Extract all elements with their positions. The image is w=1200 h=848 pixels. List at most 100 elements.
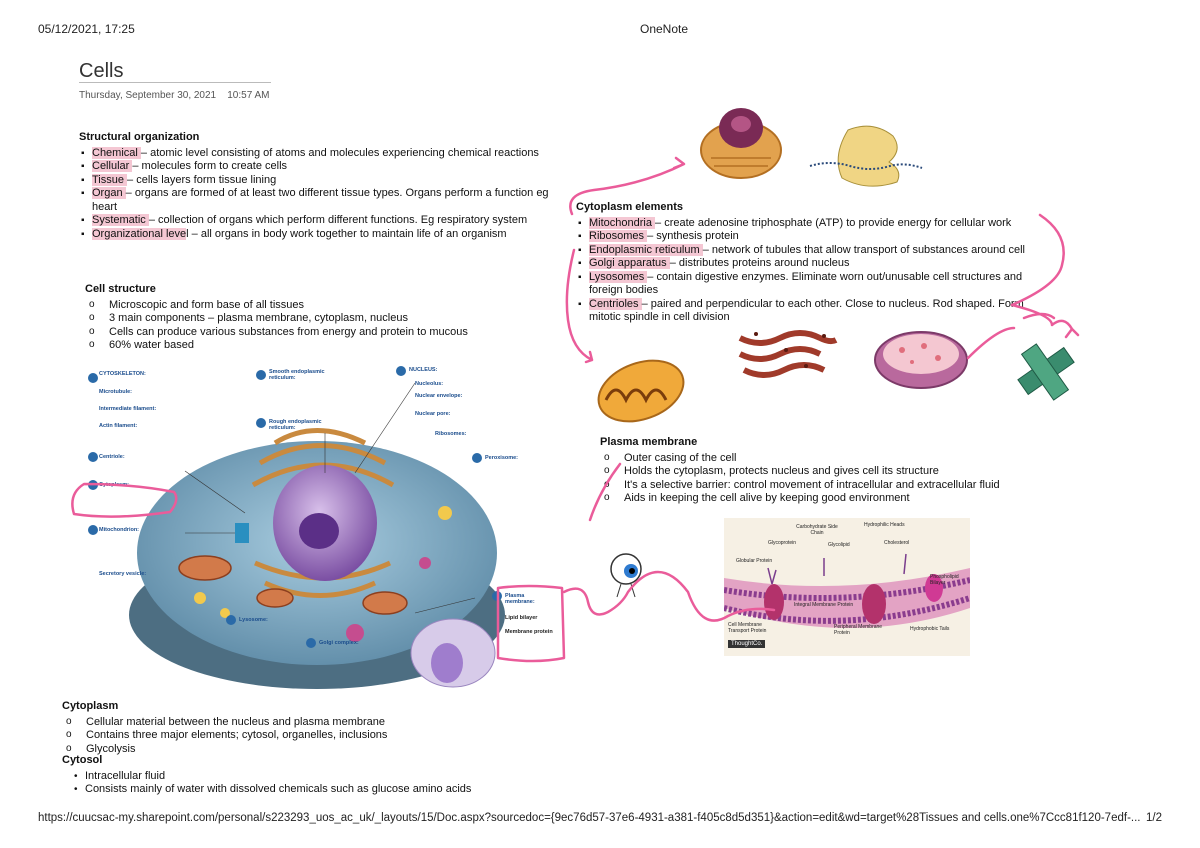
ink-loop-left: [565, 248, 594, 364]
list-item: Aids in keeping the cell alive by keepin…: [600, 491, 1020, 506]
label-nuclear-envelope: Nuclear envelope:: [415, 393, 463, 399]
label-smooth-er: Smooth endoplasmic reticulum:: [269, 369, 325, 381]
list-item: Ribosomes – synthesis protein: [576, 230, 1050, 244]
section-heading: Cytosol: [62, 754, 103, 766]
list-item: Consists mainly of water with dissolved …: [72, 783, 522, 797]
term-description: l – all organs in body work together to …: [186, 227, 507, 240]
ink-to-lysosome: [966, 326, 1016, 360]
endoplasmic-reticulum-icon: [738, 330, 838, 378]
section-heading: Plasma membrane: [600, 436, 698, 448]
ribosome-illustration: [808, 122, 924, 190]
label-lysosome: Lysosome:: [239, 617, 268, 623]
list-item: Cellular material between the nucleus an…: [62, 715, 482, 730]
page-title[interactable]: Cells: [79, 60, 124, 82]
list-item: Endoplasmic reticulum – network of tubul…: [576, 243, 1050, 258]
highlighted-term: Lysosomes: [589, 270, 648, 283]
label-peripheral-protein: Peripheral Membrane Protein: [834, 624, 883, 636]
label-nucleolus: Nucleolus:: [415, 381, 444, 387]
list-item: Mitochondria – create adenosine triphosp…: [576, 216, 1050, 231]
ink-line-to-plasma-heading: [588, 462, 622, 522]
eye-icon: [610, 553, 642, 598]
list-item: Organizational level – all organs in bod…: [79, 227, 549, 242]
term-description: – contain digestive enzymes. Eliminate w…: [589, 270, 1023, 297]
plasma-membrane-diagram[interactable]: Carbohydrate Side Chain Glycoprotein Hyd…: [723, 518, 971, 656]
label-integral-protein: Integral Membrane Protein: [794, 602, 854, 608]
print-app-name: OneNote: [640, 22, 689, 36]
highlighted-term: Systematic: [92, 214, 149, 226]
list-item: Microscopic and form base of all tissues: [85, 298, 505, 313]
list-item: Holds the cytoplasm, protects nucleus an…: [600, 464, 1020, 479]
golgi-illustration: [696, 98, 786, 182]
label-intermediate-filament: Intermediate filament:: [99, 406, 157, 412]
label-glycoprotein: Glycoprotein: [768, 540, 797, 546]
list-item: Lysosomes – contain digestive enzymes. E…: [576, 270, 1050, 298]
animal-cell-diagram[interactable]: CYTOSKELETON: Microtubule: Intermediate …: [85, 363, 555, 695]
membrane-image: [723, 553, 971, 628]
list-item: Glycolysis: [62, 742, 482, 757]
label-microtubule: Microtubule:: [99, 389, 132, 395]
label-centriole: Centriole:: [99, 454, 125, 460]
highlighted-term: Tissue: [92, 173, 128, 186]
label-cytoskeleton: CYTOSKELETON:: [99, 371, 146, 377]
list-item: Intracellular fluid: [72, 770, 522, 784]
list-item: Organ – organs are formed of at least tw…: [79, 187, 549, 214]
cell-structure-section[interactable]: Cell structure Microscopic and form base…: [85, 283, 505, 353]
term-description: – create adenosine triphosphate (ATP) to…: [655, 216, 1012, 229]
ink-bracket-right: [1010, 213, 1080, 339]
eye-mascot: [607, 549, 645, 601]
highlighted-term: Endoplasmic reticulum: [589, 243, 703, 256]
ink-to-centrioles: [1022, 312, 1056, 320]
label-secretory-vesicle: Secretory vesicle:: [99, 571, 147, 577]
section-heading: Cytoplasm elements: [576, 201, 683, 213]
page-date-time: Thursday, September 30, 2021 10:57 AM: [79, 90, 270, 101]
ink-loop-cytoplasm: [71, 482, 178, 518]
label-glycolipid: Glycolipid: [828, 542, 850, 548]
ribosome-icon: [809, 125, 923, 187]
highlighted-term: Organ: [92, 187, 126, 199]
cytoplasm-elements-section[interactable]: Cytoplasm elements Mitochondria – create…: [576, 201, 1050, 325]
cytoplasm-elements-list: Mitochondria – create adenosine triphosp…: [576, 216, 1050, 325]
term-description: – network of tubules that allow transpor…: [702, 243, 1025, 256]
list-item: Contains three major elements; cytosol, …: [62, 728, 482, 743]
list-item: 60% water based: [85, 338, 505, 353]
highlighted-term: Ribosomes: [589, 230, 648, 242]
label-mitochondrion: Mitochondrion:: [99, 527, 140, 533]
label-peroxisome: Peroxisome:: [485, 455, 519, 461]
term-description: – molecules form to create cells: [132, 160, 288, 172]
lysosome-icon: [874, 331, 968, 389]
list-item: Centrioles – paired and perpendicular to…: [576, 297, 1050, 325]
highlighted-term: Golgi apparatus: [589, 257, 670, 269]
footer-url[interactable]: https://cuucsac-my.sharepoint.com/person…: [38, 812, 1141, 824]
label-transport-protein: Cell Membrane Transport Protein: [728, 622, 767, 634]
label-ribosomes: Ribosomes:: [435, 431, 467, 437]
term-description: – organs are formed of at least two diff…: [92, 187, 549, 213]
cell-structure-list: Microscopic and form base of all tissues…: [85, 298, 505, 353]
lysosome-illustration: [872, 328, 970, 390]
structural-list: Chemical – atomic level consisting of at…: [79, 146, 549, 242]
structural-organization-section[interactable]: Structural organization Chemical – atomi…: [79, 131, 549, 241]
term-description: – cells layers form tissue lining: [127, 173, 277, 186]
section-heading: Structural organization: [79, 131, 200, 143]
label-nuclear-pore: Nuclear pore:: [415, 411, 451, 417]
list-item: Cells can produce various substances fro…: [85, 325, 505, 340]
label-cholesterol: Cholesterol: [884, 540, 910, 546]
highlighted-term: Organizational leve: [92, 227, 187, 240]
term-description: – synthesis protein: [647, 230, 739, 242]
label-nucleus: NUCLEUS:: [409, 367, 438, 373]
ink-box-plasma: [496, 584, 566, 663]
highlighted-term: Centrioles: [589, 297, 642, 310]
label-lipid-bilayer: Lipid bilayer: [505, 615, 538, 621]
cytoplasm-list: Cellular material between the nucleus an…: [62, 715, 482, 757]
plasma-membrane-list: Outer casing of the cellHolds the cytopl…: [600, 451, 1020, 506]
term-description: – distributes proteins around nucleus: [669, 257, 850, 269]
thoughtco-logo: ThoughtCo.: [728, 640, 766, 648]
golgi-icon: [700, 108, 782, 179]
list-item: 3 main components – plasma membrane, cyt…: [85, 311, 505, 326]
plasma-membrane-section[interactable]: Plasma membrane Outer casing of the cell…: [600, 436, 1020, 506]
cytoplasm-section[interactable]: Cytoplasm Cellular material between the …: [62, 700, 482, 756]
list-item: Cellular – molecules form to create cell…: [79, 160, 549, 174]
label-actin-filament: Actin filament:: [99, 423, 138, 429]
title-underline: [79, 82, 271, 83]
cytosol-section[interactable]: Cytosol Intracellular fluidConsists main…: [62, 754, 522, 797]
